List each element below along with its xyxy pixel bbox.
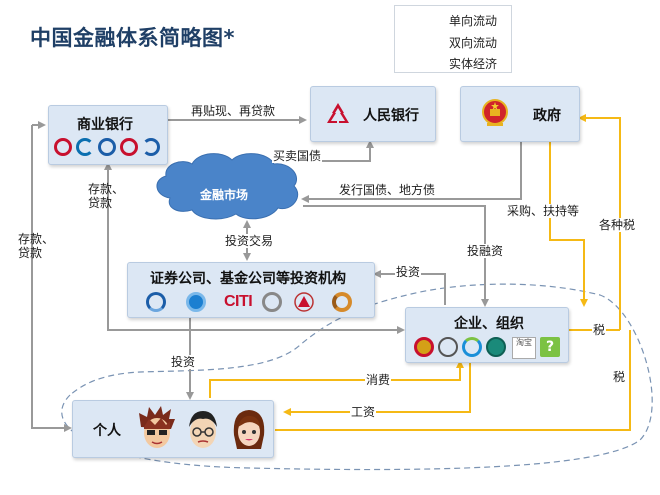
label-deposit-loan-enterprise: 存款、 贷款 xyxy=(88,182,125,210)
label-issue-bonds: 发行国债、地方债 xyxy=(338,183,437,197)
commercial-bank-label: 商业银行 xyxy=(77,117,133,133)
legend: 单向流动 双向流动 实体经济 xyxy=(394,5,512,73)
investment-institutions-box: 证券公司、基金公司等投资机构 CITI xyxy=(127,262,375,318)
haitong-icon xyxy=(332,292,352,312)
legend-real-economy-label: 实体经济 xyxy=(449,57,498,71)
individuals-label: 个人 xyxy=(93,423,121,439)
bank-ccb-icon xyxy=(98,138,116,156)
financial-market-label: 金融市场 xyxy=(200,188,249,202)
taobao-icon: 淘宝 xyxy=(512,337,536,359)
enterprises-label: 企业、组织 xyxy=(454,316,524,332)
label-consumption: 消费 xyxy=(365,373,392,387)
label-investment-individual: 投资 xyxy=(170,355,197,369)
state-grid-icon xyxy=(486,337,506,357)
bank-bocom-icon xyxy=(142,138,160,156)
edge-procurement xyxy=(549,142,588,307)
label-rediscount: 再贴现、再贷款 xyxy=(190,104,277,118)
edge-consumption xyxy=(209,360,464,398)
guotai-junan-triangle-icon xyxy=(294,292,314,312)
central-bank-label: 人民银行 xyxy=(363,108,419,124)
government-box: 政府 xyxy=(460,86,580,142)
huaxia-fund-icon xyxy=(186,292,206,312)
label-deposit-loan-individual: 存款、 贷款 xyxy=(18,232,55,260)
label-tax-enterprise: 税 xyxy=(592,323,607,337)
bank-icbc-icon xyxy=(54,138,72,156)
edge-deposit-loan-individual xyxy=(31,125,72,432)
financial-market-cloud xyxy=(156,153,299,220)
individuals-box: 个人 xyxy=(72,400,274,458)
label-wages: 工资 xyxy=(350,405,377,419)
edge-various-taxes xyxy=(578,114,621,330)
petrochina-icon xyxy=(414,337,434,357)
central-bank-logo-icon xyxy=(327,103,349,123)
citic-securities-icon xyxy=(146,292,166,312)
central-bank-box: 人民银行 xyxy=(310,86,436,142)
edge-wages xyxy=(283,362,471,416)
edge-deposit-loan-enterprise xyxy=(104,162,405,334)
label-various-taxes: 各种税 xyxy=(598,218,637,232)
help-icon: ? xyxy=(540,337,560,357)
bank-abc-icon xyxy=(120,138,138,156)
person-boy-icon xyxy=(139,406,175,448)
commercial-bank-box: 商业银行 xyxy=(48,105,168,165)
real-economy-boundary xyxy=(61,283,653,471)
national-emblem-icon xyxy=(482,99,508,126)
enterprises-box: 企业、组织 淘宝 ? xyxy=(405,307,569,363)
legend-two-way-label: 双向流动 xyxy=(449,36,498,50)
guotai-junan-icon xyxy=(262,292,282,312)
legend-one-way-label: 单向流动 xyxy=(449,14,498,28)
label-buy-sell-bonds: 买卖国债 xyxy=(272,149,323,163)
sinopec-icon xyxy=(438,337,458,357)
person-woman-icon xyxy=(233,410,265,449)
bank-boc-icon xyxy=(76,138,94,156)
china-mobile-icon xyxy=(462,337,482,357)
government-label: 政府 xyxy=(533,108,561,124)
citi-icon: CITI xyxy=(224,293,253,310)
edge-financing xyxy=(303,205,489,307)
edge-tax-individual xyxy=(275,330,631,431)
label-financing: 投融资 xyxy=(466,244,505,258)
investment-institutions-label: 证券公司、基金公司等投资机构 xyxy=(150,271,346,287)
person-man-icon xyxy=(189,411,217,448)
page-title: 中国金融体系简略图* xyxy=(30,26,235,50)
label-tax-individual: 税 xyxy=(612,370,627,384)
label-procurement: 采购、扶持等 xyxy=(506,204,581,218)
label-investment-enterprise: 投资 xyxy=(395,265,422,279)
label-investment-trade: 投资交易 xyxy=(224,234,275,248)
